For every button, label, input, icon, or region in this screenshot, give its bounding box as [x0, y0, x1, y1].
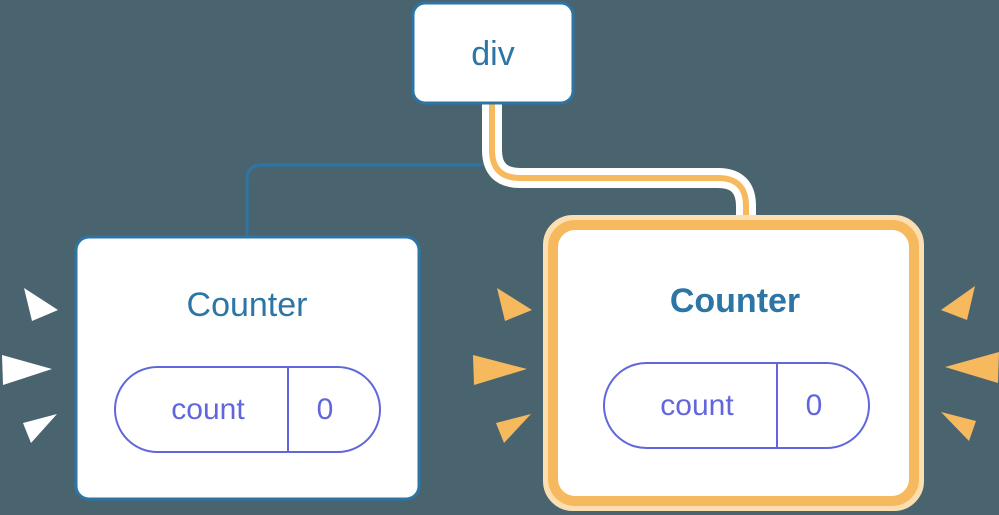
spark-white-top: [24, 288, 58, 321]
state-pill-left-outline: [114, 366, 381, 453]
spark-white-middle: [2, 355, 52, 385]
node-counter-left[interactable]: Counter count 0: [74, 235, 421, 501]
sparks-right-counter-right-side: [941, 286, 999, 441]
node-counter-right[interactable]: Counter count 0: [543, 215, 924, 511]
state-value-left: 0: [317, 393, 334, 426]
sparks-right-counter-left-side: [473, 288, 532, 443]
node-counter-right-label: Counter: [670, 282, 800, 320]
state-pill-left: count 0: [114, 366, 381, 453]
node-div-box[interactable]: [411, 1, 575, 105]
edge-div-to-counter-left: [245, 102, 494, 240]
state-key-right: count: [660, 389, 734, 422]
spark-orange-right-top: [941, 286, 975, 320]
spark-white-bottom: [23, 414, 57, 443]
node-counter-left-label: Counter: [187, 286, 308, 324]
state-pill-right-outline: [603, 362, 870, 449]
state-key-left: count: [171, 393, 245, 426]
state-value-right: 0: [806, 389, 823, 422]
spark-orange-right-bottom: [941, 412, 976, 441]
node-div-label: div: [471, 35, 514, 73]
node-div[interactable]: div: [411, 1, 575, 105]
edge-group: [245, 102, 756, 244]
spark-orange-left-middle: [473, 355, 527, 385]
sparks-left-counter: [2, 288, 58, 443]
state-pill-right: count 0: [603, 362, 870, 449]
spark-orange-left-top: [497, 288, 532, 321]
edge-div-to-counter-right: [489, 104, 749, 244]
spark-orange-left-bottom: [496, 414, 531, 443]
spark-orange-right-middle: [945, 352, 999, 383]
node-counter-right-glow: [543, 215, 924, 511]
